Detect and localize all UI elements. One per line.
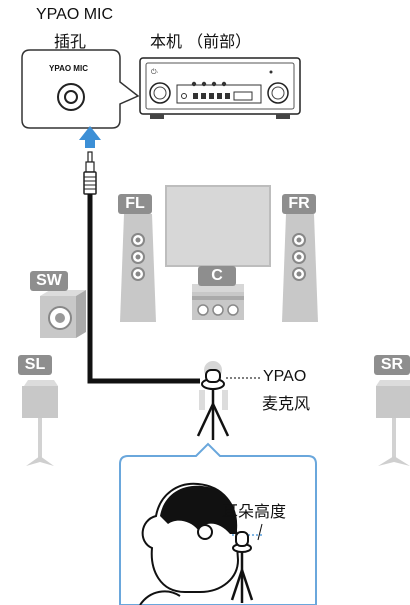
connect-arrow xyxy=(79,126,101,148)
tv-screen xyxy=(165,185,271,267)
mic-label-sub: 麦克风 xyxy=(262,394,311,413)
badge-front-right: FR xyxy=(282,194,316,214)
mic-cable xyxy=(87,194,200,384)
badge-surround-left: SL xyxy=(18,355,52,375)
mic-label: YPAO xyxy=(263,368,307,385)
center-speaker xyxy=(192,284,244,320)
badge-front-left: FL xyxy=(118,194,152,214)
surround-right-speaker xyxy=(376,380,410,466)
mic-on-tripod xyxy=(196,369,230,440)
ear-height-label: 耳朵高度 xyxy=(222,502,287,521)
svg-text:⏻·: ⏻· xyxy=(151,68,159,76)
mic-jack-title: YPAO MIC xyxy=(36,6,114,23)
jack-panel-text: YPAO MIC xyxy=(49,64,88,73)
mic-plug xyxy=(83,151,97,195)
front-left-speaker xyxy=(120,214,156,322)
badge-subwoofer: SW xyxy=(30,271,68,291)
badge-center: C xyxy=(198,266,236,286)
receiver-unit: ⏻· xyxy=(139,57,301,119)
badge-surround-right: SR xyxy=(374,355,410,375)
subwoofer-speaker xyxy=(40,290,86,338)
surround-left-speaker xyxy=(22,380,58,466)
front-right-speaker xyxy=(282,214,318,322)
ear-height-callout xyxy=(119,442,317,605)
mic-jack-callout xyxy=(21,49,140,129)
unit-front-label: 本机 （前部） xyxy=(150,32,252,51)
mic-jack-subtitle: 插孔 xyxy=(54,32,87,51)
